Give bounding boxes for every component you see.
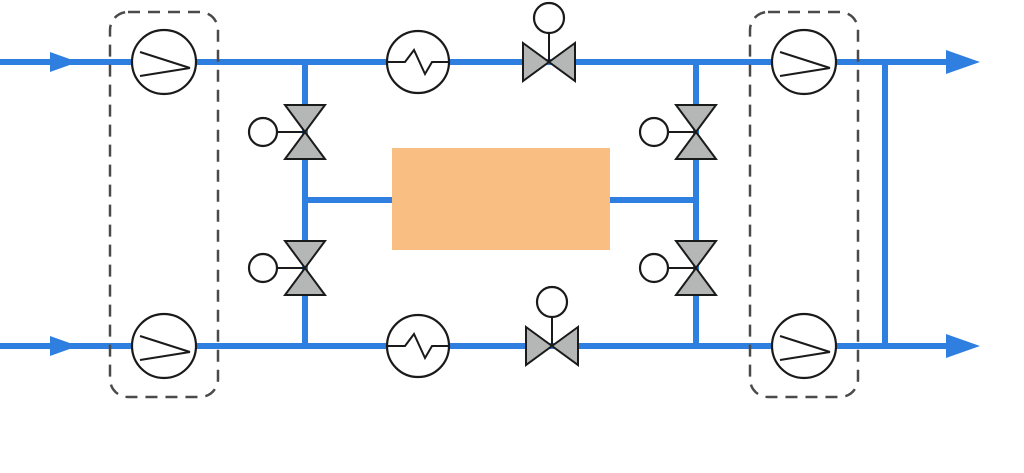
valve-icon (638, 240, 718, 296)
compressor-icon (770, 312, 838, 380)
valve-icon (638, 104, 718, 160)
compressor-icon (130, 28, 198, 96)
inlet-arrow-bottom (50, 336, 78, 356)
heat-exchanger-icon (385, 313, 451, 379)
flow-arrows (50, 50, 980, 358)
valve-icon (522, 1, 576, 83)
module-right (748, 10, 860, 399)
valve-icon (247, 240, 327, 296)
compressor-icon (130, 312, 198, 380)
valve-icon (247, 104, 327, 160)
compressor-icon (770, 28, 838, 96)
valve-icon (525, 285, 579, 367)
outlet-arrow-bottom (946, 334, 980, 358)
inlet-arrow-top (50, 52, 78, 72)
heat-exchanger-icon (385, 29, 451, 95)
outlet-arrow-top (946, 50, 980, 74)
central-unit (392, 148, 610, 250)
module-left (108, 10, 220, 399)
modules (108, 10, 860, 399)
